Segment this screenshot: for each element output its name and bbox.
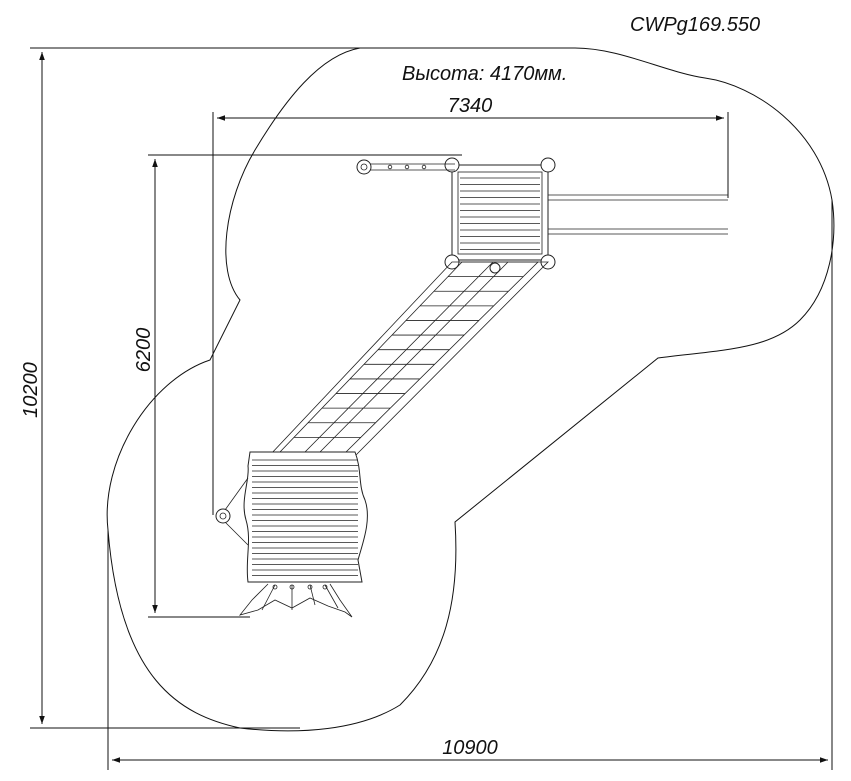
horizontal-bars (548, 194, 728, 235)
top-arm-rail (356, 159, 455, 175)
climbing-net-bridge (269, 261, 549, 456)
bottom-net (238, 583, 353, 618)
structure-height-dimension (148, 154, 462, 618)
height-note: Высота: 4170мм. (402, 63, 567, 85)
structure-width-dimension (212, 112, 729, 515)
overall-height-dimension (30, 47, 360, 729)
overall-width-dimension (107, 200, 833, 770)
overall-height-label: 10200 (20, 362, 42, 418)
structure-height-label: 6200 (133, 328, 155, 373)
model-code: CWPg169.550 (630, 14, 760, 36)
structure-width-label: 7340 (448, 95, 493, 117)
safety-zone-outline (106, 47, 835, 732)
upper-platform (444, 157, 556, 270)
overall-width-label: 10900 (442, 737, 498, 759)
lower-platform (215, 451, 368, 583)
